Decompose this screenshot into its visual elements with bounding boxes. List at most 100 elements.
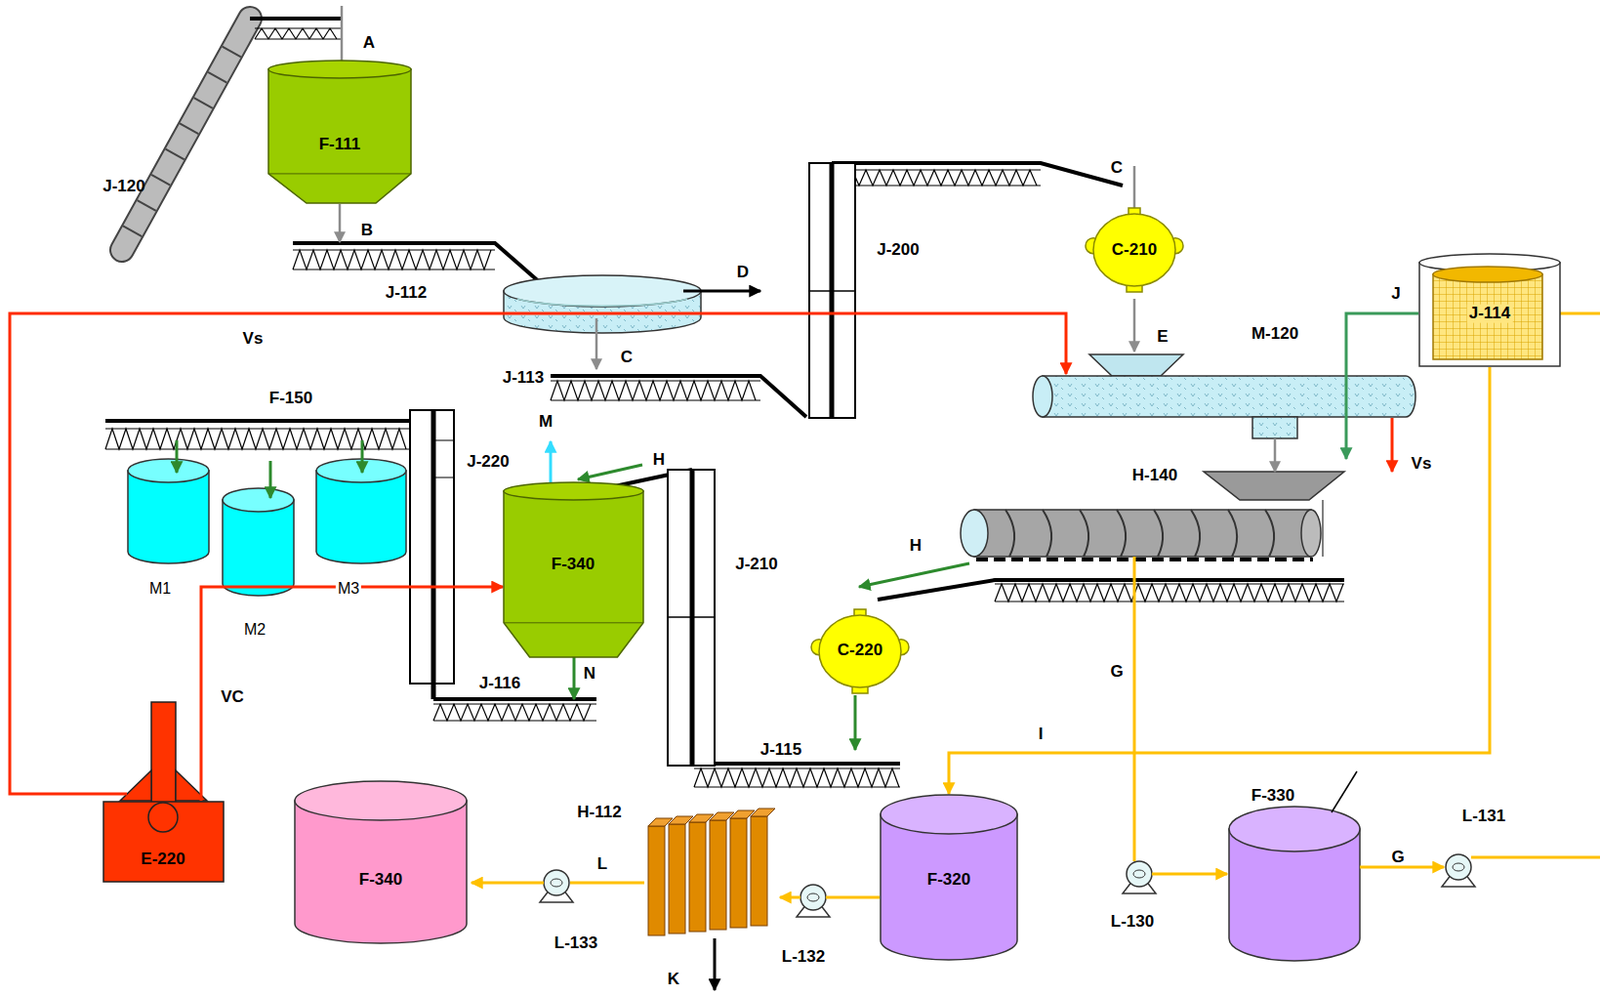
tag-label: Vs	[1409, 454, 1435, 474]
screw-elevator	[122, 18, 250, 250]
tag-label: E	[1154, 328, 1170, 347]
conveyor	[550, 375, 807, 417]
tag-label: B	[359, 221, 375, 241]
flow-arrow	[683, 289, 761, 293]
shape-outline	[1433, 274, 1543, 360]
evaporator-tower	[151, 701, 176, 807]
tag-label: A	[361, 34, 377, 53]
screw-conveyor	[1153, 509, 1163, 557]
shape-outline	[819, 615, 902, 688]
shape-outline	[1433, 266, 1543, 283]
tag-label: J-210	[733, 555, 780, 575]
tag-label: N	[581, 664, 598, 684]
conveyor-truss	[550, 380, 761, 401]
tag-label: D	[735, 263, 751, 283]
equipment-tag: J-114	[1467, 304, 1514, 324]
screw-conveyor	[1005, 509, 1015, 557]
storage-tank	[127, 458, 209, 483]
tag-label: L-133	[552, 934, 600, 953]
filter-press	[689, 821, 706, 932]
screw-elevator	[137, 200, 157, 211]
screw-conveyor	[1005, 509, 1274, 557]
flow-arrow	[1391, 417, 1395, 472]
flow-arrow	[9, 5, 1600, 990]
tag-label: J-112	[383, 284, 430, 303]
conveyor-truss	[105, 428, 411, 450]
flow-arrow	[269, 460, 273, 498]
pump-symbol	[800, 884, 826, 910]
storage-tank	[222, 488, 294, 512]
mixer-cylinder	[1042, 375, 1416, 417]
shape-outline	[880, 814, 1018, 960]
shape-outline	[102, 800, 225, 883]
shape-outline	[293, 779, 468, 944]
shape-outline	[268, 172, 411, 174]
tag-label: J-120	[100, 177, 147, 197]
bucket-elevator	[809, 163, 856, 418]
equipment-tag: F-340	[549, 555, 597, 575]
flow-arrow	[595, 318, 599, 370]
shape-outline	[880, 794, 1018, 834]
shape-outline	[1419, 262, 1560, 367]
conveyor-truss	[292, 249, 495, 270]
storage-tank	[1229, 806, 1360, 852]
mixer-cylinder	[1032, 354, 1416, 439]
screw-elevator	[122, 18, 250, 250]
screw-conveyor	[1079, 509, 1089, 557]
shape-outline	[503, 621, 644, 623]
shape-outline	[503, 482, 644, 500]
screw-conveyor	[1190, 509, 1200, 557]
tag-label: H-112	[574, 803, 623, 822]
screw-conveyor	[1322, 499, 1324, 557]
equipment-tag: F-340	[357, 870, 405, 890]
conveyor	[105, 418, 411, 423]
bucket-elevator	[410, 163, 856, 766]
tag-label: M-120	[1249, 325, 1301, 344]
tag-label: G	[1389, 848, 1406, 867]
tag-label: M2	[242, 620, 268, 639]
tag-label: L-130	[1108, 912, 1156, 932]
filter-disc	[503, 275, 701, 333]
filter-press	[750, 816, 768, 926]
pump-symbol	[1445, 854, 1472, 880]
evaporator-unit: E-220	[102, 800, 225, 883]
screw-conveyor	[1042, 509, 1052, 557]
flow-arrow	[175, 440, 179, 473]
pump-symbol	[1452, 862, 1465, 871]
tag-label: J-220	[464, 452, 511, 472]
tag-label: H-140	[1130, 466, 1180, 486]
stream-label: I	[1036, 725, 1046, 744]
shape-outline	[267, 59, 412, 205]
tag-label: L-131	[1460, 807, 1508, 826]
flow-arrow	[1359, 865, 1444, 869]
flow-arrow	[577, 464, 643, 480]
screw-elevator	[207, 72, 227, 83]
tag-label: J	[1389, 285, 1402, 304]
conveyor-truss	[433, 703, 597, 721]
shape-outline	[294, 800, 467, 944]
evaporator-tower	[120, 770, 152, 801]
tag-label: F-150	[267, 389, 315, 409]
mixer-cylinder	[1032, 375, 1053, 417]
equipment-tag: C-210	[1109, 241, 1159, 260]
screw-conveyor	[976, 557, 1313, 562]
storage-tank	[1331, 771, 1357, 813]
screw-elevator	[179, 123, 199, 134]
flow-arrow	[854, 695, 858, 750]
flow-arrow	[1133, 298, 1137, 352]
tag-label: M	[536, 412, 555, 432]
filter-disc	[503, 275, 701, 307]
tag-label: K	[665, 970, 682, 989]
bucket-elevator	[667, 615, 715, 618]
mixer-cylinder	[1089, 354, 1184, 376]
storage-tank: F-320	[879, 793, 1019, 961]
screw-elevator	[165, 149, 185, 161]
flow-arrow	[713, 938, 717, 990]
filter-disc	[517, 298, 688, 306]
bucket-elevator	[433, 440, 454, 478]
flow-line	[948, 367, 1490, 794]
flow-arrow	[1471, 856, 1600, 860]
flow-arrow	[1151, 872, 1228, 876]
